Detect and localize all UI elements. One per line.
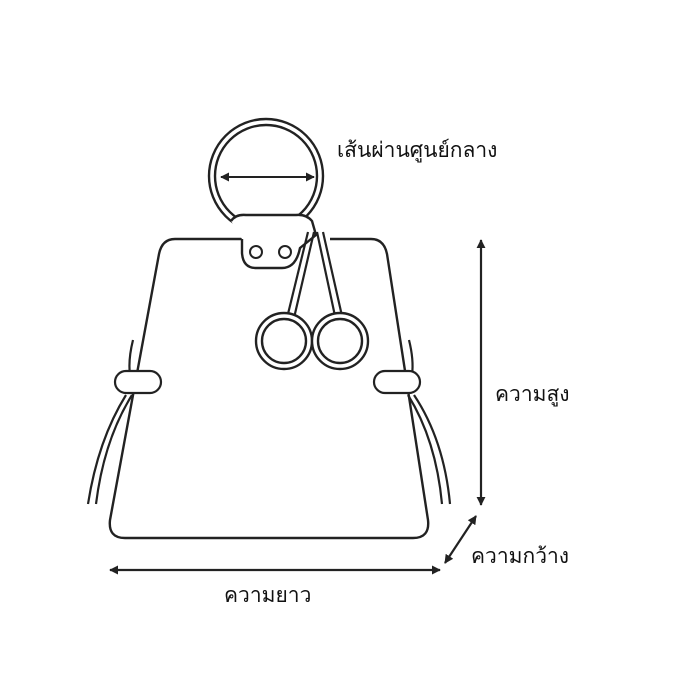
width-arrow — [444, 515, 477, 564]
width-label: ความกว้าง — [471, 544, 570, 568]
tab-hole-left — [249, 245, 263, 259]
left-strap-loop — [113, 369, 163, 395]
left-side-strap — [86, 339, 163, 505]
tab-hole-right — [278, 245, 292, 259]
right-strap-loop — [372, 369, 422, 395]
zipper-ring-left-inner — [260, 317, 308, 365]
length-label: ความยาว — [224, 583, 312, 607]
zipper-ring-right-inner — [316, 317, 364, 365]
height-label: ความสูง — [495, 382, 570, 406]
bag-top-tab — [230, 213, 318, 270]
right-side-strap — [372, 339, 452, 505]
diameter-label: เส้นผ่านศูนย์กลาง — [337, 138, 498, 162]
zipper-rings — [254, 311, 370, 371]
zipper-cords — [285, 231, 344, 319]
